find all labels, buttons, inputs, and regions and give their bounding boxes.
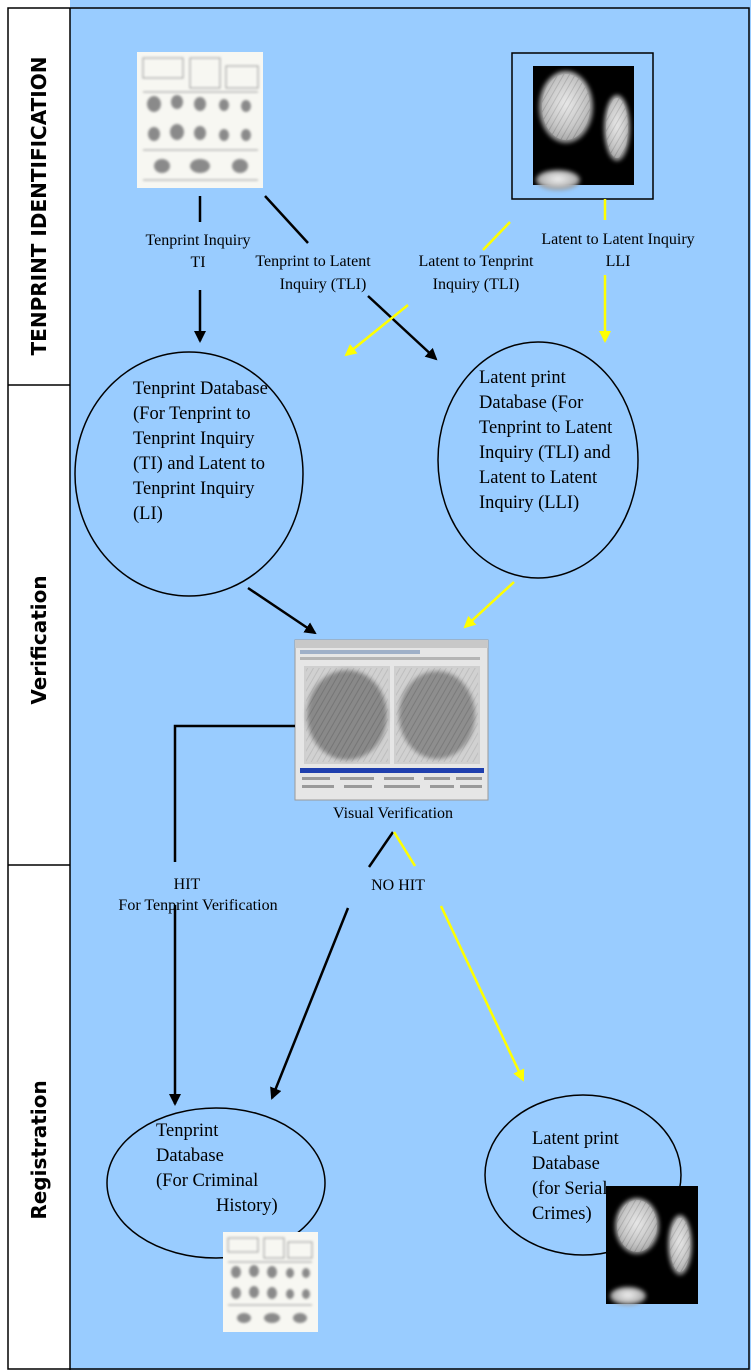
edge-label-no-hit: NO HIT — [371, 877, 425, 894]
svg-text:(for Serial: (for Serial — [532, 1179, 608, 1199]
svg-text:Latent to Latent: Latent to Latent — [479, 468, 598, 488]
latent-fingerprint-image-small — [606, 1186, 698, 1305]
fingerprint-comparison-screen — [294, 639, 489, 801]
svg-text:Database (For: Database (For — [479, 393, 583, 413]
svg-text:Tenprint to Latent: Tenprint to Latent — [479, 418, 613, 438]
svg-text:Latent to Tenprint: Latent to Tenprint — [419, 253, 535, 270]
edge-label-latent-to-tenprint: Latent to Tenprint Inquiry (TLI) — [419, 253, 535, 293]
svg-text:(LI): (LI) — [133, 504, 163, 524]
svg-text:History): History) — [216, 1196, 278, 1216]
edge-tenprint-to-latent — [264, 195, 438, 361]
svg-text:Latent print: Latent print — [479, 368, 567, 388]
svg-text:Database: Database — [156, 1146, 224, 1166]
svg-text:Latent print: Latent print — [532, 1129, 620, 1149]
svg-text:Crimes): Crimes) — [532, 1204, 592, 1224]
lane-label-verification: Verification — [27, 575, 51, 704]
edge-latent-to-tenprint — [344, 221, 511, 357]
node-tenprint-database-criminal-history: Tenprint Database (For Criminal History) — [106, 1107, 326, 1259]
edge-no-hit-black-upper — [367, 831, 395, 868]
svg-text:Inquiry (TLI): Inquiry (TLI) — [433, 276, 520, 293]
edge-latent-db-to-verification — [463, 581, 515, 629]
svg-text:Tenprint: Tenprint — [156, 1121, 219, 1141]
label-visual-verification: Visual Verification — [333, 805, 453, 822]
svg-text:Inquiry (TLI): Inquiry (TLI) — [280, 276, 367, 293]
svg-text:Inquiry (LLI): Inquiry (LLI) — [479, 493, 579, 513]
edge-label-tenprint-inquiry: Tenprint Inquiry TI — [145, 232, 250, 271]
outer-border — [7, 7, 750, 1370]
svg-text:Tenprint Inquiry: Tenprint Inquiry — [133, 479, 255, 499]
node-tenprint-database: Tenprint Database (For Tenprint to Tenpr… — [74, 351, 304, 597]
node-latent-print-database: Latent print Database (For Tenprint to L… — [437, 341, 639, 579]
latent-fingerprint-image — [511, 52, 654, 200]
svg-text:Tenprint Inquiry: Tenprint Inquiry — [133, 429, 255, 449]
lane-label-tenprint-identification: TENPRINT IDENTIFICATION — [27, 57, 51, 356]
svg-text:(TI) and Latent to: (TI) and Latent to — [133, 454, 265, 474]
svg-text:Tenprint Inquiry: Tenprint Inquiry — [145, 232, 250, 249]
edge-label-tenprint-to-latent: Tenprint to Latent Inquiry (TLI) — [255, 253, 371, 293]
lane-sidebar — [0, 0, 70, 1370]
edge-label-hit: HIT For Tenprint Verification — [118, 876, 277, 914]
svg-text:(For Criminal: (For Criminal — [156, 1171, 258, 1191]
svg-text:Database: Database — [532, 1154, 600, 1174]
edge-hit — [169, 724, 295, 1106]
svg-text:Tenprint to Latent: Tenprint to Latent — [255, 253, 371, 270]
svg-text:For Tenprint Verification: For Tenprint Verification — [118, 897, 277, 914]
svg-text:Inquiry (TLI) and: Inquiry (TLI) and — [479, 443, 611, 463]
edge-no-hit-to-tenprint-history — [270, 907, 350, 1100]
edge-label-latent-to-latent: Latent to Latent Inquiry LLI — [541, 231, 694, 270]
svg-text:HIT: HIT — [174, 876, 201, 893]
tenprint-card-image-small — [223, 1232, 318, 1332]
svg-text:(For Tenprint to: (For Tenprint to — [133, 404, 251, 424]
svg-text:LLI: LLI — [606, 253, 631, 270]
svg-text:Latent to Latent Inquiry: Latent to Latent Inquiry — [541, 231, 694, 248]
lane-label-registration: Registration — [27, 1080, 51, 1219]
svg-text:TI: TI — [190, 254, 205, 271]
edge-no-hit-yellow-upper — [392, 831, 417, 867]
edge-tenprint-db-to-verification — [247, 586, 317, 635]
tenprint-card-image — [137, 52, 263, 188]
svg-text:Tenprint Database: Tenprint Database — [133, 379, 268, 399]
edge-no-hit-to-serial-crimes — [439, 905, 525, 1082]
